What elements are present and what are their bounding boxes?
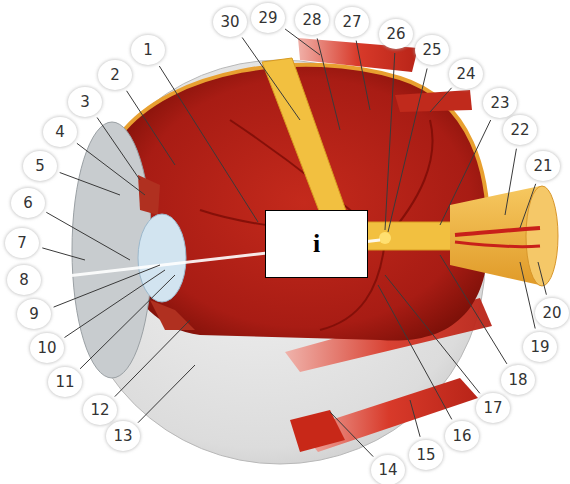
callout-circle: 14 — [371, 455, 405, 484]
leader-line — [77, 143, 145, 195]
leader-line — [80, 275, 175, 369]
leader-line — [65, 270, 166, 338]
callout-number: 12 — [90, 403, 109, 418]
callout-number: 16 — [452, 429, 471, 444]
callout-number: 20 — [542, 306, 561, 321]
callout-number: 13 — [113, 429, 132, 444]
leader-line — [378, 285, 452, 419]
callout-circle: 11 — [48, 367, 82, 397]
callout-number: 3 — [80, 95, 90, 110]
callout-circle: 18 — [501, 365, 535, 395]
callout-number: 22 — [510, 123, 529, 138]
callout-circle: 16 — [445, 421, 479, 451]
leader-line — [42, 248, 85, 260]
callout-circle: 23 — [483, 88, 517, 118]
callout-circle: 7 — [5, 228, 39, 258]
callout-number: 17 — [483, 401, 502, 416]
callout-circle: 20 — [535, 298, 569, 328]
leader-line — [388, 69, 427, 233]
leader-line — [385, 275, 480, 393]
leader-line — [330, 412, 373, 457]
callout-circle: 1 — [131, 35, 165, 65]
callout-number: 30 — [220, 15, 239, 30]
callout-number: 1 — [143, 43, 153, 58]
callout-number: 26 — [386, 27, 405, 42]
leader-line — [60, 173, 120, 196]
leader-line — [440, 120, 491, 225]
leader-line — [520, 262, 535, 329]
leader-line — [54, 265, 160, 307]
callout-circle: 3 — [68, 87, 102, 117]
leader-line — [520, 184, 536, 228]
callout-circle: 8 — [7, 265, 41, 295]
callout-circle: 30 — [213, 7, 247, 37]
leader-line — [127, 91, 175, 165]
label-box: i — [265, 210, 368, 278]
callout-number: 21 — [533, 159, 552, 174]
callout-number: 5 — [35, 159, 45, 174]
callout-circle: 21 — [526, 151, 560, 181]
callout-circle: 15 — [409, 440, 443, 470]
callout-circle: 12 — [83, 395, 117, 425]
callout-circle: 29 — [251, 3, 285, 33]
callout-number: 2 — [110, 68, 120, 83]
callout-number: 4 — [55, 125, 65, 140]
callout-number: 29 — [258, 11, 277, 26]
callout-circle: 5 — [23, 151, 57, 181]
callout-number: 10 — [37, 341, 56, 356]
leader-line — [410, 400, 420, 437]
callout-number: 7 — [17, 236, 27, 251]
callout-circle: 13 — [106, 421, 140, 451]
callout-circle: 27 — [335, 7, 369, 37]
leader-line — [97, 118, 140, 181]
callout-number: 14 — [378, 463, 397, 478]
callout-circle: 22 — [503, 115, 537, 145]
leader-line — [440, 255, 507, 364]
callout-number: 24 — [456, 67, 475, 82]
callout-number: 8 — [19, 273, 29, 288]
leader-line — [138, 365, 195, 423]
callout-circle: 24 — [449, 59, 483, 89]
callout-circle: 28 — [295, 5, 329, 35]
callout-circle: 2 — [98, 60, 132, 90]
callout-circle: 6 — [11, 188, 45, 218]
callout-number: 11 — [55, 375, 74, 390]
callout-circle: 26 — [379, 19, 413, 49]
callout-number: 23 — [490, 96, 509, 111]
box-label: i — [313, 229, 320, 259]
callout-number: 27 — [342, 15, 361, 30]
leader-line — [159, 66, 258, 222]
callout-number: 15 — [416, 448, 435, 463]
callout-number: 25 — [422, 43, 441, 58]
callout-number: 28 — [302, 13, 321, 28]
callout-number: 19 — [530, 340, 549, 355]
leader-line — [242, 38, 300, 121]
callout-number: 9 — [29, 307, 39, 322]
callout-number: 6 — [23, 196, 33, 211]
leader-line — [115, 320, 190, 397]
callout-circle: 10 — [30, 333, 64, 363]
callout-circle: 4 — [43, 117, 77, 147]
leader-line — [505, 149, 516, 215]
leader-line — [430, 88, 452, 112]
callout-number: 18 — [508, 373, 527, 388]
callout-circle: 25 — [415, 35, 449, 65]
leader-line — [538, 262, 546, 295]
callout-circle: 17 — [476, 393, 510, 423]
callout-circle: 19 — [523, 332, 557, 362]
leader-line — [317, 38, 340, 130]
leader-line — [356, 41, 370, 110]
callout-circle: 9 — [17, 299, 51, 329]
leader-line — [385, 53, 395, 230]
